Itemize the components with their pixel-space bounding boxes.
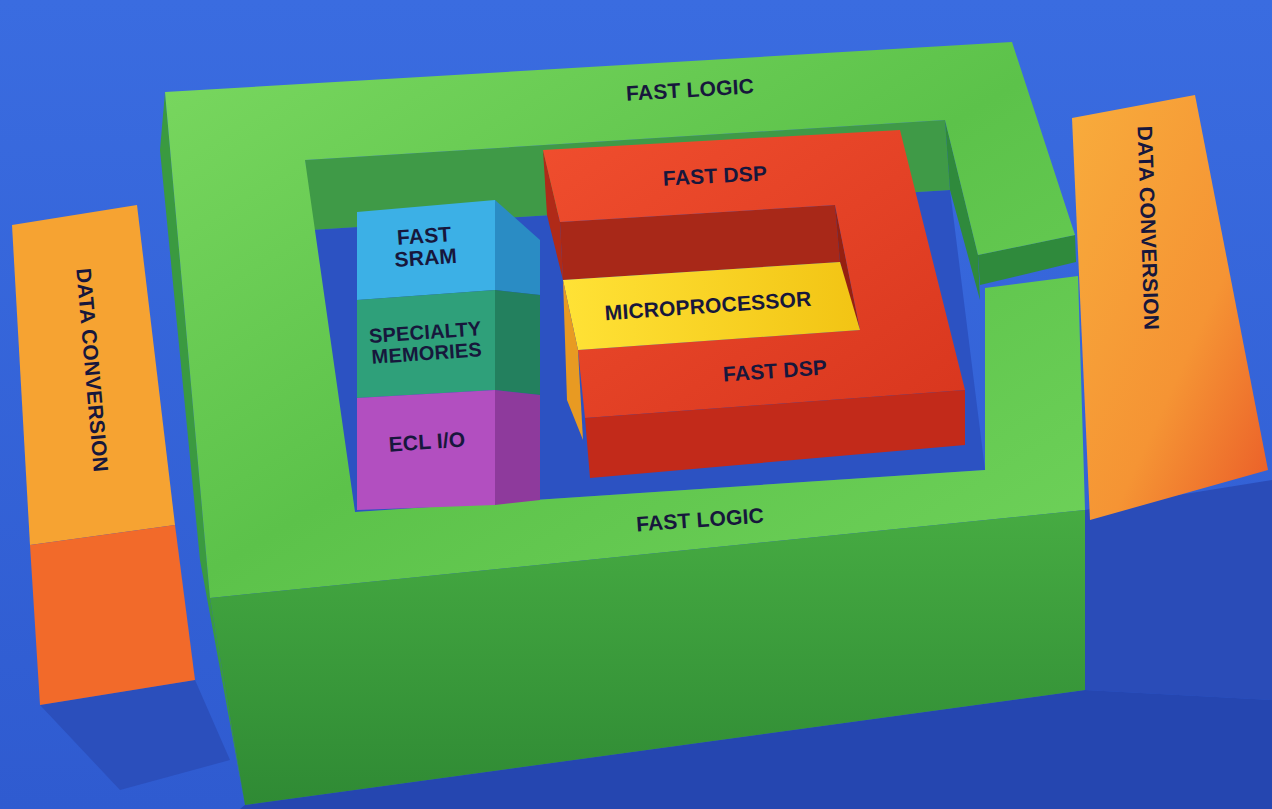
block-shape bbox=[560, 245, 860, 445]
block-face bbox=[495, 390, 540, 505]
io-block: ECL I/O bbox=[357, 390, 540, 510]
dsp-block: FAST DSPFAST DSPMICROPROCESSOR bbox=[543, 130, 965, 478]
block-face bbox=[563, 280, 583, 440]
conversion-block: DATA CONVERSION bbox=[1072, 95, 1270, 520]
block-shape bbox=[1072, 95, 1270, 520]
conversion-block: DATA CONVERSION bbox=[12, 205, 195, 705]
block-face bbox=[165, 42, 1085, 598]
block-face bbox=[12, 205, 175, 545]
block-face bbox=[210, 510, 1085, 805]
block-face bbox=[543, 130, 965, 418]
memory-block: SPECIALTY MEMORIES bbox=[357, 290, 540, 398]
block-face bbox=[357, 200, 495, 300]
block-face bbox=[357, 290, 495, 398]
block-face bbox=[1072, 95, 1268, 520]
memory-block: FAST SRAM bbox=[357, 197, 540, 300]
block-label: FAST SRAM bbox=[378, 222, 473, 272]
logic-block: FAST LOGICFAST LOGICFAST SRAMSPECIALTY M… bbox=[165, 42, 1085, 805]
processor-block: MICROPROCESSOR bbox=[560, 245, 860, 445]
block-face bbox=[585, 390, 965, 478]
block-face bbox=[563, 262, 860, 350]
block-face bbox=[30, 525, 195, 705]
block-face bbox=[495, 200, 540, 295]
block-face bbox=[495, 290, 540, 395]
block-face bbox=[357, 390, 495, 510]
